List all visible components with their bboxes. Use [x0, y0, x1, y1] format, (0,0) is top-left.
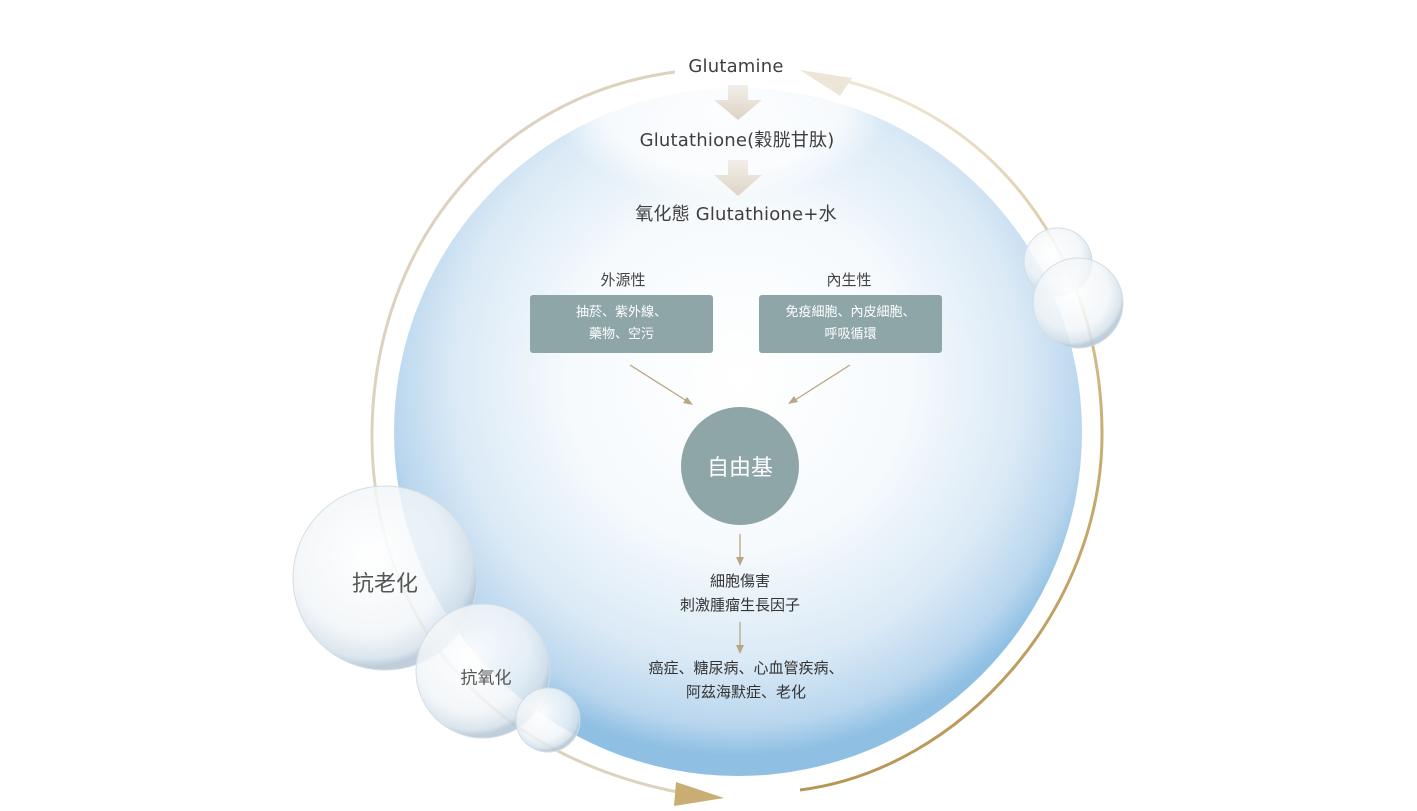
orbit-arrowhead-bottom — [674, 782, 724, 806]
exogenous-line-1: 抽菸、紫外線、 — [575, 305, 667, 320]
endogenous-box: 免疫細胞、內皮細胞、 呼吸循環 — [759, 295, 942, 353]
cell-damage-line-2: 刺激腫瘤生長因子 — [679, 596, 801, 614]
diseases-line-1: 癌症、糖尿病、心血管疾病、 — [648, 659, 844, 677]
bubble-right-bottom — [1032, 257, 1124, 349]
arrow-endogenous-head — [788, 396, 798, 404]
endogenous-title: 內生性 — [826, 271, 872, 289]
diseases-text: 癌症、糖尿病、心血管疾病、 阿茲海默症、老化 — [648, 656, 843, 704]
cell-damage-text: 細胞傷害 刺激腫瘤生長因子 — [680, 569, 800, 617]
free-radical-label: 自由基 — [706, 456, 773, 481]
arrow-to-diseases-head — [736, 645, 744, 654]
pathway-arrow-1 — [714, 85, 762, 120]
bubble-anti-oxidation — [415, 603, 551, 739]
endogenous-line-1: 免疫細胞、內皮細胞、 — [785, 305, 916, 320]
arrow-endogenous — [791, 364, 851, 403]
anti-oxidation-label: 抗氧化 — [460, 668, 512, 689]
exogenous-title: 外源性 — [600, 271, 646, 289]
endogenous-line-2: 呼吸循環 — [824, 327, 877, 342]
bubble-small — [515, 687, 581, 753]
pathway-glutathione: Glutathione(穀胱甘肽) — [639, 130, 835, 151]
arrow-exogenous — [629, 364, 691, 404]
arrow-exogenous-head — [683, 397, 693, 405]
pathway-glutamine: Glutamine — [688, 56, 784, 77]
cell-damage-line-1: 細胞傷害 — [709, 572, 771, 590]
pathway-arrow-2 — [714, 160, 762, 196]
pathway-oxidized-glutathione: 氧化態 Glutathione+水 — [635, 204, 837, 225]
exogenous-line-2: 藥物、空污 — [588, 327, 654, 342]
free-radical-circle: 自由基 — [681, 407, 799, 525]
orbit-arrowhead-top — [800, 70, 852, 96]
orbit-arc-right — [799, 76, 1104, 792]
exogenous-box: 抽菸、紫外線、 藥物、空污 — [530, 295, 713, 353]
anti-aging-label: 抗老化 — [351, 572, 419, 597]
diseases-line-2: 阿茲海默症、老化 — [685, 683, 807, 701]
bubble-anti-aging — [292, 485, 478, 671]
arrow-to-cell-damage-head — [736, 557, 744, 566]
